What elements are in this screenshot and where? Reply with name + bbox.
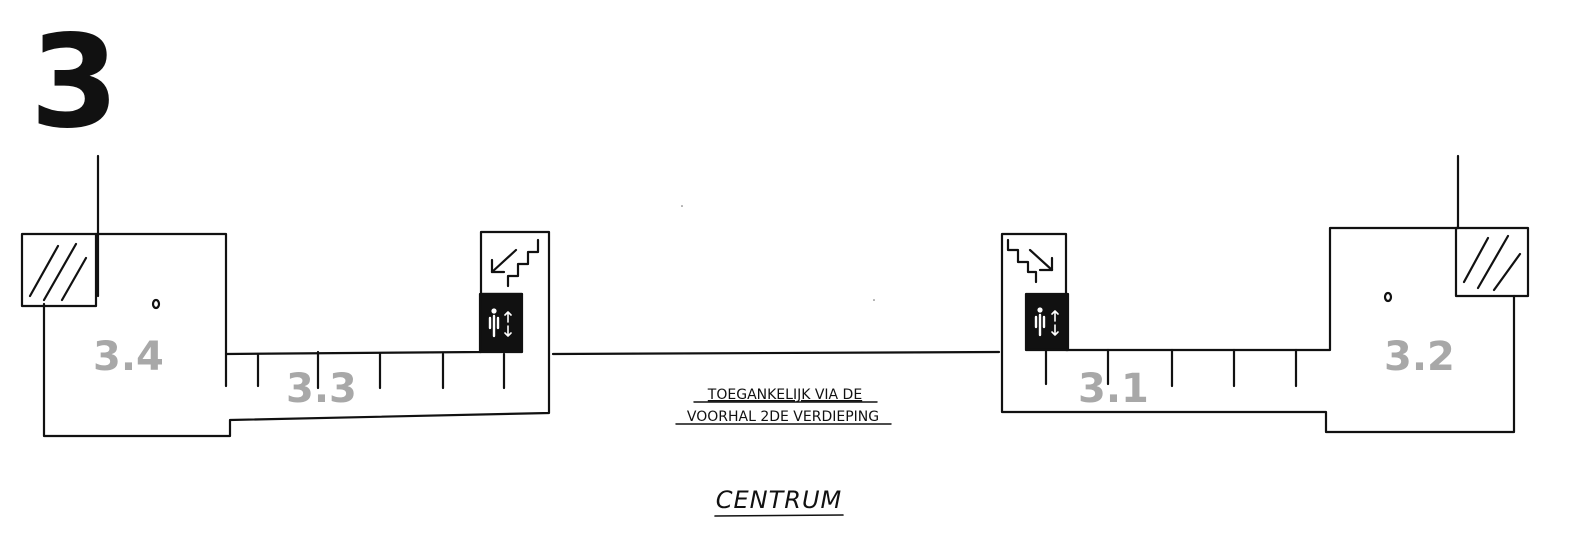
room-3-1-outline <box>1000 232 1516 434</box>
room-label-3-2: 3.2 <box>1384 334 1455 380</box>
corridor-3-1-ticks <box>1044 348 1298 388</box>
hatched-window-icon <box>1454 226 1530 298</box>
room-label-3-4: 3.4 <box>93 334 164 380</box>
stairs-down-icon <box>1006 238 1054 284</box>
room-3-2-outline <box>1064 226 1460 352</box>
door-mark <box>151 298 161 310</box>
access-note-line-2: VOORHAL 2DE VERDIEPING <box>687 409 879 425</box>
room-label-3-3: 3.3 <box>286 366 357 412</box>
direction-underline <box>714 514 844 517</box>
room-label-3-1: 3.1 <box>1078 366 1149 412</box>
direction-label: CENTRUM <box>716 486 842 514</box>
door-mark <box>1383 291 1393 303</box>
floor-number: 3 <box>30 8 119 157</box>
elevator-icon <box>478 292 524 354</box>
room-3-4-outline <box>42 230 551 438</box>
stairs-down-icon <box>490 238 540 288</box>
hatched-window-icon <box>20 232 98 308</box>
elevator-icon <box>1024 292 1070 352</box>
corridor-3-3-ticks <box>256 350 506 390</box>
central-corridor-wall <box>551 350 1001 356</box>
access-note-line-1: TOEGANKELIJK VIA DE <box>707 387 862 403</box>
